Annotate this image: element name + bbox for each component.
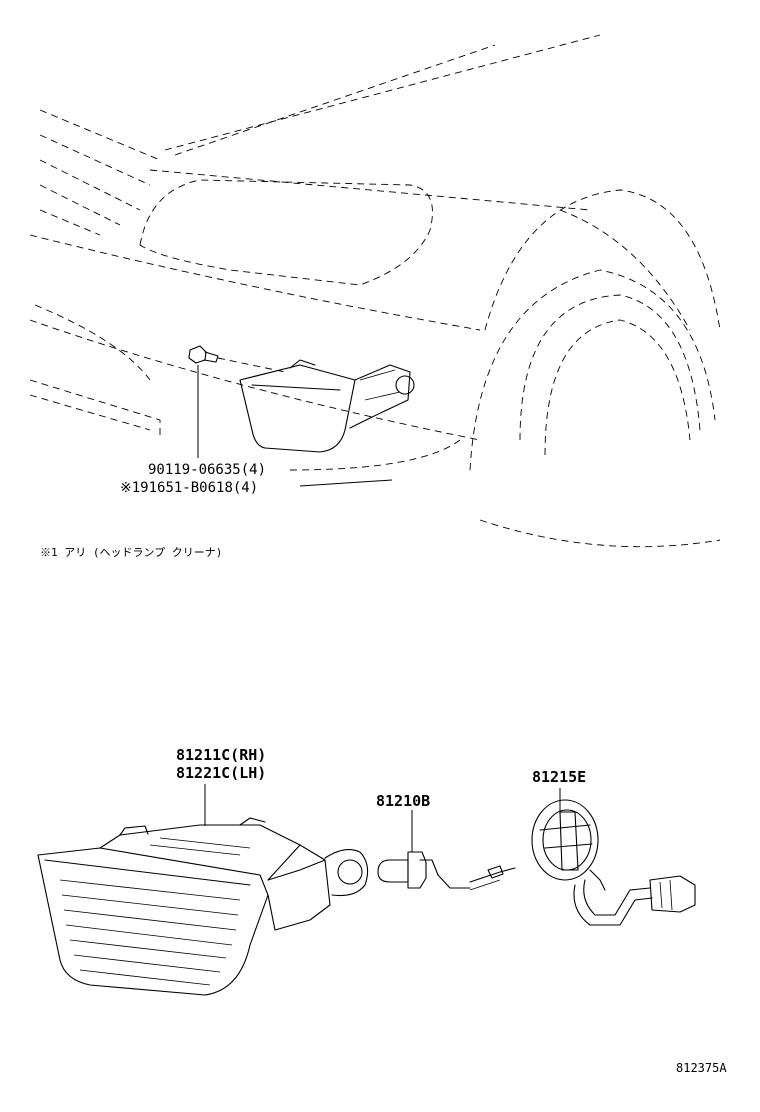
lamp-rh-part-number: 81211C(RH) — [176, 746, 266, 764]
fog-lamp-installed — [239, 359, 415, 453]
bolt-icon — [188, 345, 286, 373]
bolt-part-number: 90119-06635(4) — [148, 462, 266, 478]
bolt-alt-leader — [299, 479, 393, 487]
bolt-alt-part-number: ※191651-B0618(4) — [120, 480, 258, 496]
diagram-code: 812375A — [676, 1061, 727, 1075]
lamp-lh-part-number: 81221C(LH) — [176, 764, 266, 782]
bulb-icon — [377, 851, 516, 891]
note-text: ※1 アリ (ヘッドランプ クリーナ) — [40, 546, 222, 559]
bulb-part-number: 81210B — [376, 792, 430, 810]
socket-part-number: 81215E — [532, 768, 586, 786]
vehicle-outline — [29, 34, 721, 548]
fog-lamp-assembly — [37, 817, 369, 996]
socket-icon — [531, 799, 696, 926]
